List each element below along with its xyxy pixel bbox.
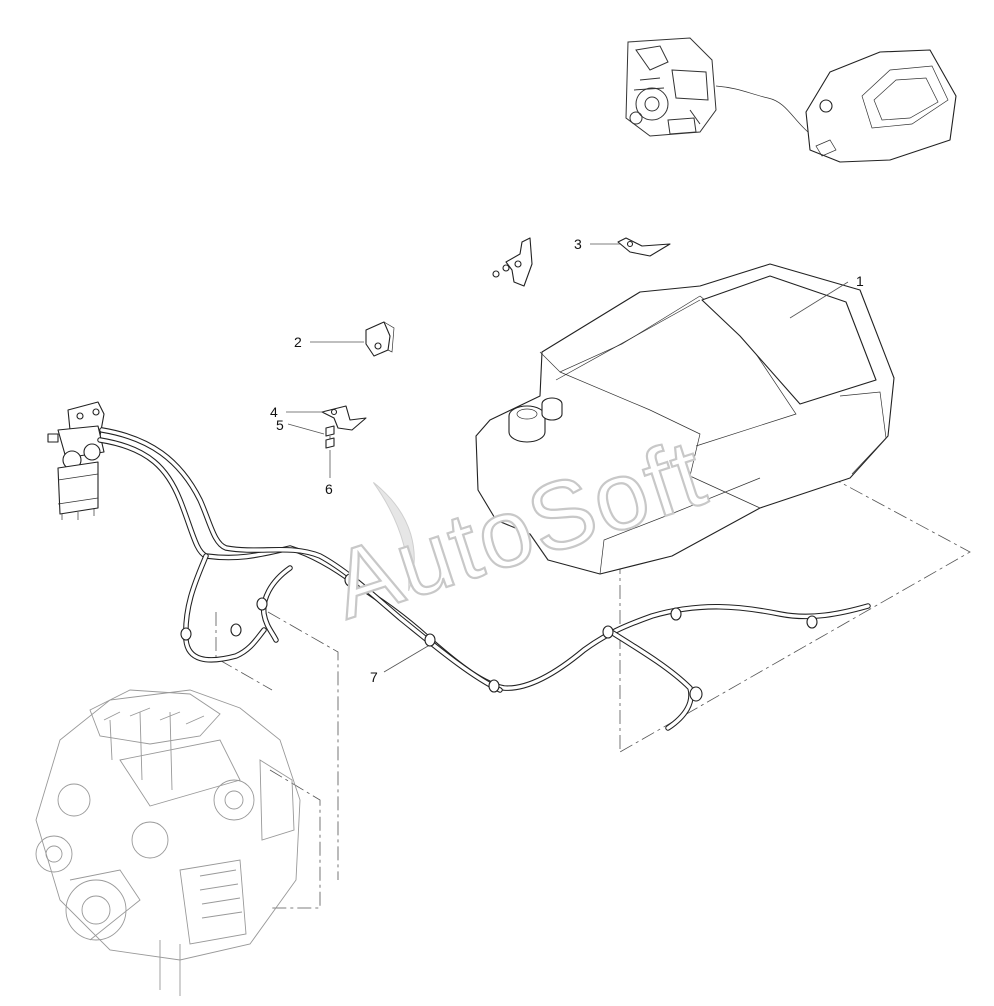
callout-7: 7 xyxy=(370,669,378,685)
bracket-2 xyxy=(365,321,395,357)
leader-lines xyxy=(286,243,849,673)
overview-inset xyxy=(625,37,957,163)
fuel-tank xyxy=(475,263,895,575)
overview-hose xyxy=(715,85,809,133)
callout-labels: 1 2 3 4 5 6 7 xyxy=(270,236,864,685)
bracket-4 xyxy=(321,405,367,431)
engine-assembly xyxy=(35,689,301,996)
overview-tank-icon xyxy=(805,49,957,163)
bracket-3 xyxy=(617,237,671,257)
upper-bracket-set xyxy=(492,237,533,287)
callout-3: 3 xyxy=(574,236,582,252)
fuel-hose-assembly xyxy=(97,427,871,731)
callout-4: 4 xyxy=(270,404,278,420)
fuel-filter xyxy=(47,401,105,520)
callout-1: 1 xyxy=(856,273,864,289)
callout-6: 6 xyxy=(325,481,333,497)
filler-cap xyxy=(508,405,546,443)
sender-unit xyxy=(541,397,563,421)
callout-2: 2 xyxy=(294,334,302,350)
callout-5: 5 xyxy=(276,417,284,433)
bolt-5 xyxy=(325,425,335,446)
watermark-swoosh-icon xyxy=(372,482,415,592)
clip-6 xyxy=(325,437,335,449)
overview-engine-icon xyxy=(625,37,717,137)
